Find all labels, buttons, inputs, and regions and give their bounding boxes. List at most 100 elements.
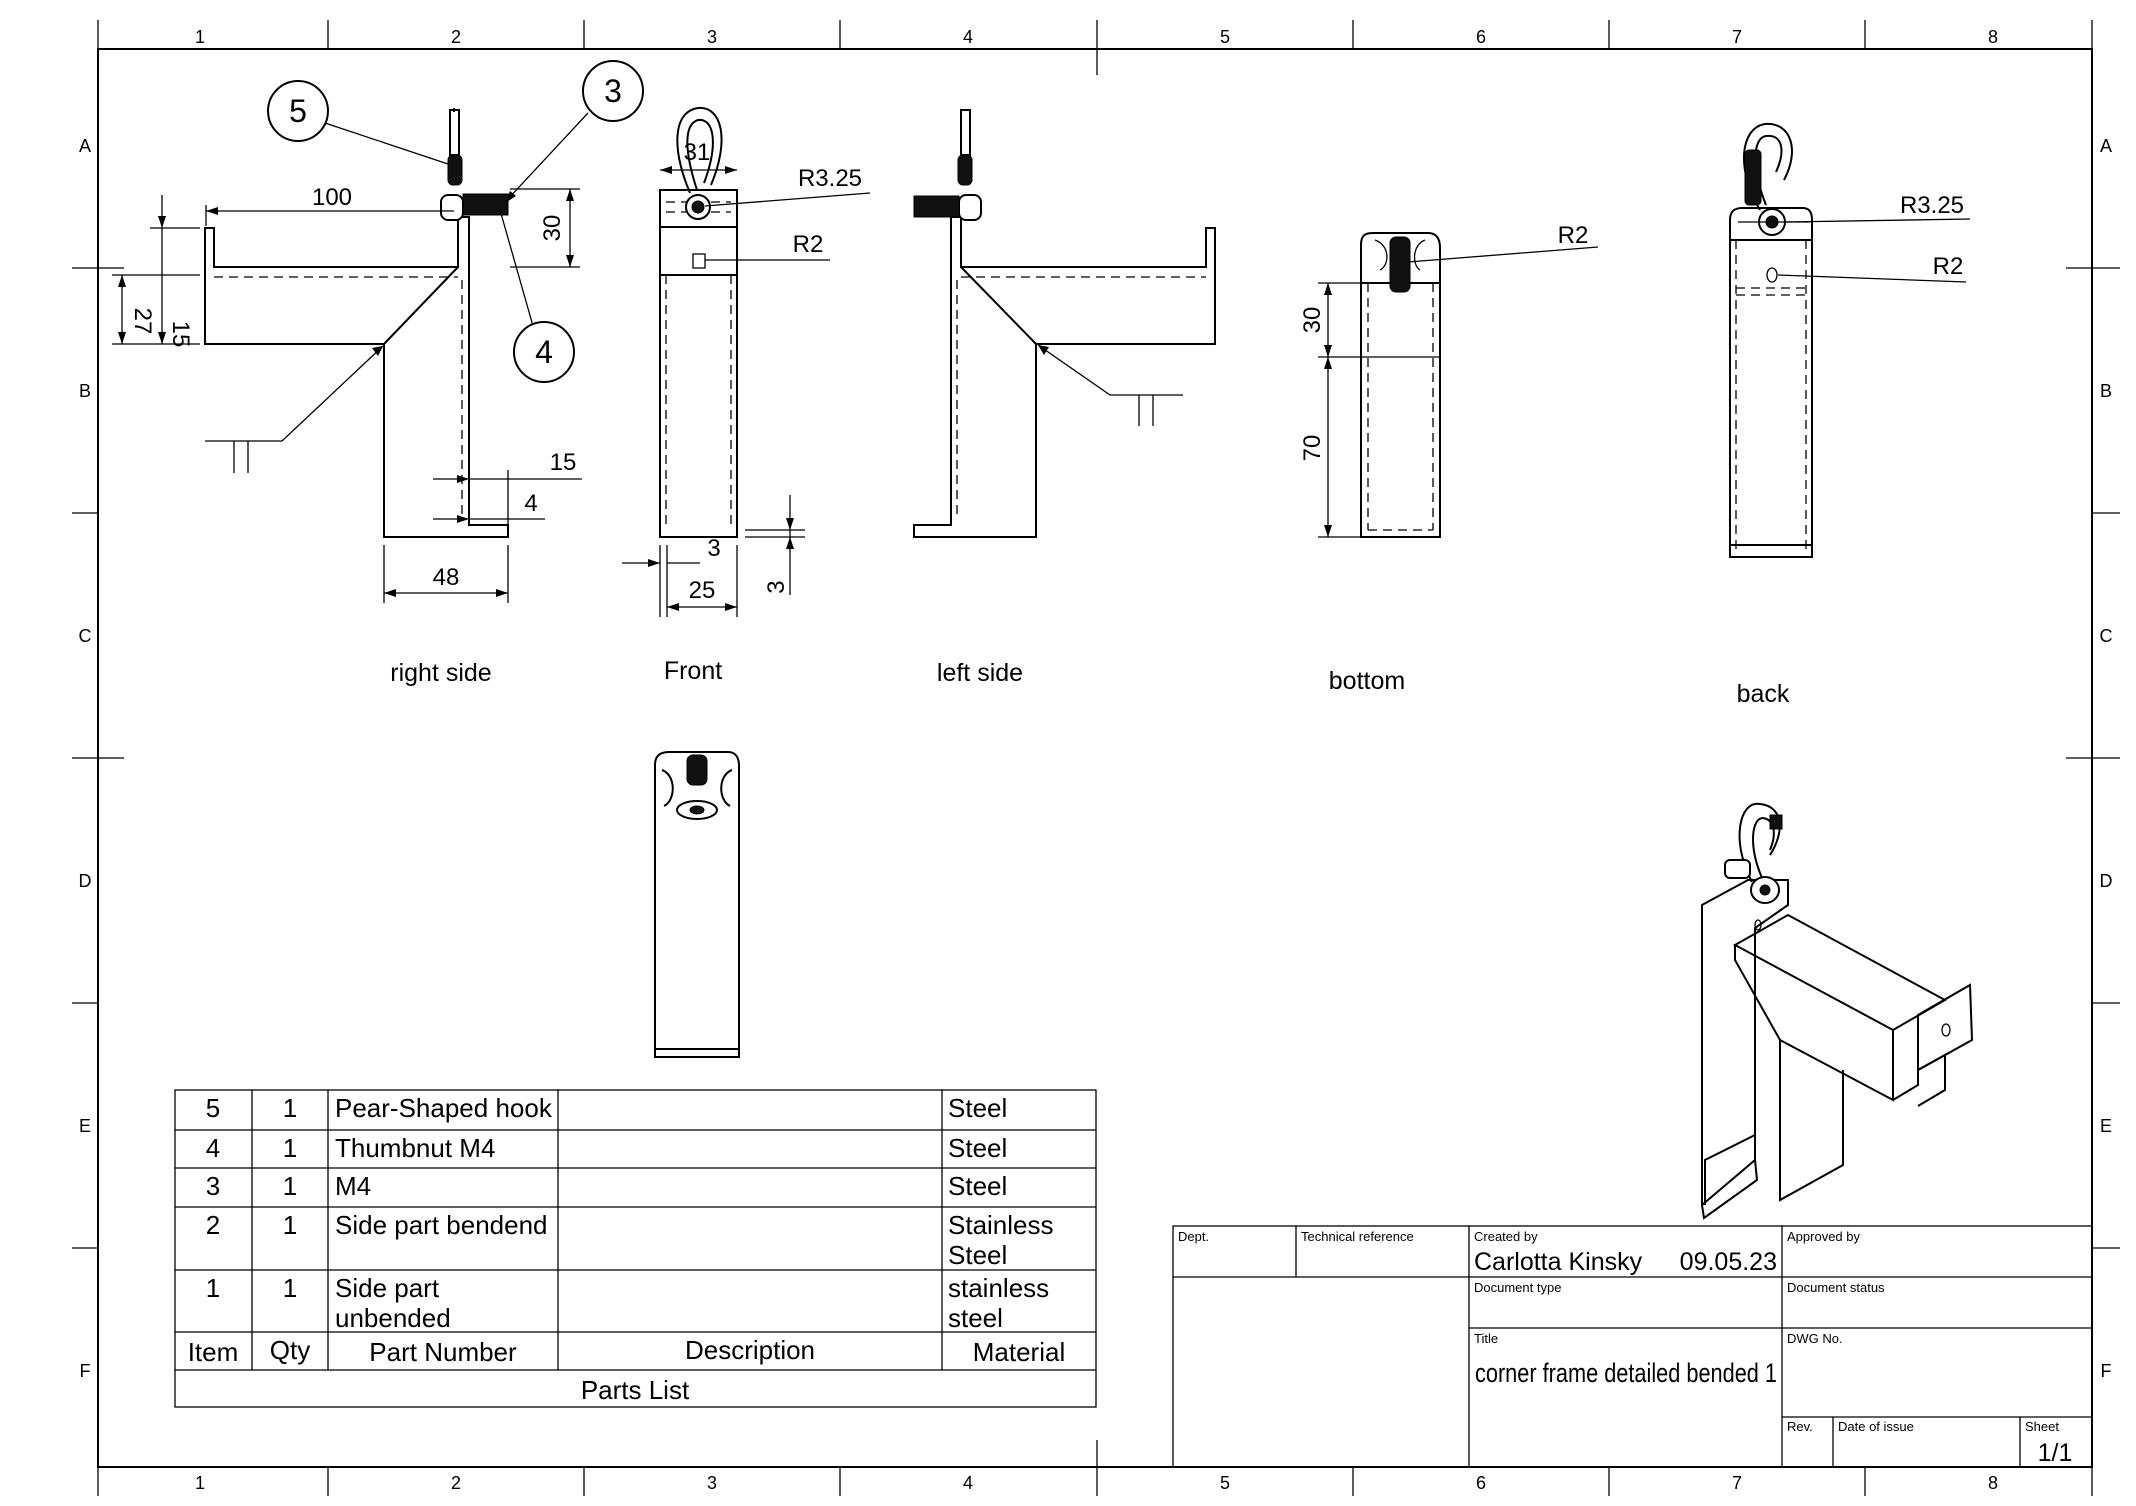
zone-col-1-top: 1 (195, 27, 205, 47)
zone-col-2-top: 2 (451, 27, 461, 47)
parts-row-part-number: unbended (335, 1303, 451, 1333)
created-date: 09.05.23 (1680, 1248, 1777, 1276)
sheet-label: Sheet (2025, 1419, 2059, 1434)
top-view (654, 751, 740, 1058)
dwg-no-label: DWG No. (1787, 1331, 1843, 1346)
dim-27: 27 (129, 308, 156, 335)
parts-row-material: Steel (948, 1093, 1007, 1123)
zone-row-d-left: D (79, 871, 92, 891)
radius-r2-front: R2 (793, 231, 824, 258)
created-by-label: Created by (1474, 1229, 1538, 1244)
zone-row-b-left: B (79, 381, 91, 401)
parts-row-material: Stainless (948, 1210, 1054, 1240)
zone-row-d-right: D (2100, 871, 2113, 891)
zone-row-c-left: C (79, 626, 92, 646)
radius-r2-bottom: R2 (1558, 222, 1589, 249)
zone-col-3-bottom: 3 (707, 1473, 717, 1493)
balloon-3-label: 3 (604, 73, 622, 109)
parts-row-qty: 1 (283, 1133, 297, 1163)
parts-row-item: 5 (206, 1093, 220, 1123)
approved-by-label: Approved by (1787, 1229, 1860, 1244)
radius-r325-back: R3.25 (1900, 192, 1964, 219)
zone-row-a-right: A (2100, 136, 2112, 156)
parts-row-part-number: Thumbnut M4 (335, 1133, 495, 1163)
dim-4: 4 (524, 490, 537, 517)
radius-r2-back: R2 (1933, 253, 1964, 280)
header-part-number: Part Number (369, 1337, 517, 1367)
zone-col-1-bottom: 1 (195, 1473, 205, 1493)
dim-25: 25 (689, 577, 716, 604)
balloon-3 (582, 60, 644, 122)
isometric-view (1701, 802, 1974, 1220)
right-side-view: 100 30 27 15 15 4 48 (112, 60, 644, 687)
zone-row-e-right: E (2100, 1116, 2112, 1136)
header-material: Material (973, 1337, 1065, 1367)
parts-row-material: Steel (948, 1133, 1007, 1163)
zone-col-7-bottom: 7 (1732, 1473, 1742, 1493)
parts-row-qty: 1 (283, 1273, 297, 1303)
date-of-issue-label: Date of issue (1838, 1419, 1914, 1434)
parts-row-material: steel (948, 1303, 1003, 1333)
parts-row-qty: 1 (283, 1093, 297, 1123)
zone-col-5-bottom: 5 (1220, 1473, 1230, 1493)
balloon-5 (267, 80, 329, 142)
parts-row-item: 3 (206, 1171, 220, 1201)
parts-row-part-number: Side part bendend (335, 1210, 548, 1240)
parts-row-item: 1 (206, 1273, 220, 1303)
dim-30-right: 30 (539, 215, 566, 242)
bottom-view: R2 30 70 bottom (1299, 222, 1599, 695)
balloon-4-label: 4 (535, 334, 553, 370)
zone-row-c-right: C (2100, 626, 2113, 646)
dept-label: Dept. (1178, 1229, 1209, 1244)
back-view: R3.25 R2 back (1729, 122, 1971, 708)
zone-row-b-right: B (2100, 381, 2112, 401)
parts-row-part-number: Side part (335, 1273, 440, 1303)
zone-col-7-top: 7 (1732, 27, 1742, 47)
balloon-5-label: 5 (289, 93, 307, 129)
drawing-title: corner frame detailed bended 1 (1475, 1358, 1777, 1388)
dim-31: 31 (684, 139, 711, 166)
parts-row-material: Steel (948, 1171, 1007, 1201)
sheet-number: 1/1 (2038, 1439, 2073, 1467)
dim-15: 15 (550, 449, 577, 476)
document-status-label: Document status (1787, 1280, 1885, 1295)
zone-col-8-bottom: 8 (1988, 1473, 1998, 1493)
parts-row-part-number: M4 (335, 1171, 371, 1201)
zone-col-6-bottom: 6 (1476, 1473, 1486, 1493)
zone-col-4-top: 4 (963, 27, 973, 47)
zone-row-f-right: F (2101, 1361, 2112, 1381)
dim-30-bottom: 30 (1299, 307, 1326, 334)
zone-col-8-top: 8 (1988, 27, 1998, 47)
zone-row-a-left: A (79, 136, 91, 156)
dim-15-left: 15 (167, 321, 194, 348)
header-description: Description (685, 1335, 815, 1365)
parts-row-item: 4 (206, 1133, 220, 1163)
parts-row-part-number: Pear-Shaped hook (335, 1093, 553, 1123)
parts-row-qty: 1 (283, 1171, 297, 1201)
rev-label: Rev. (1787, 1419, 1813, 1434)
zone-col-4-bottom: 4 (963, 1473, 973, 1493)
zone-col-3-top: 3 (707, 27, 717, 47)
parts-row-qty: 1 (283, 1210, 297, 1240)
parts-row-item: 2 (206, 1210, 220, 1240)
view-label-right-side: right side (390, 659, 491, 687)
dim-70: 70 (1299, 435, 1326, 462)
view-label-bottom: bottom (1329, 667, 1405, 695)
front-view: 31 R3.25 R2 3 25 3 Front (622, 106, 871, 685)
created-by-name: Carlotta Kinsky (1474, 1248, 1643, 1276)
dim-3-side: 3 (763, 580, 790, 593)
zone-col-5-top: 5 (1220, 27, 1230, 47)
parts-list-caption: Parts List (581, 1375, 690, 1405)
title-block: Dept. Technical reference Created by Car… (1172, 1225, 2093, 1468)
zone-col-6-top: 6 (1476, 27, 1486, 47)
left-side-view: left side (913, 109, 1216, 687)
zone-row-e-left: E (79, 1116, 91, 1136)
dim-3-front: 3 (707, 535, 720, 562)
dim-48: 48 (433, 564, 460, 591)
title-label: Title (1474, 1331, 1498, 1346)
parts-row-material: Steel (948, 1240, 1007, 1270)
document-type-label: Document type (1474, 1280, 1561, 1295)
view-label-left-side: left side (937, 659, 1023, 687)
